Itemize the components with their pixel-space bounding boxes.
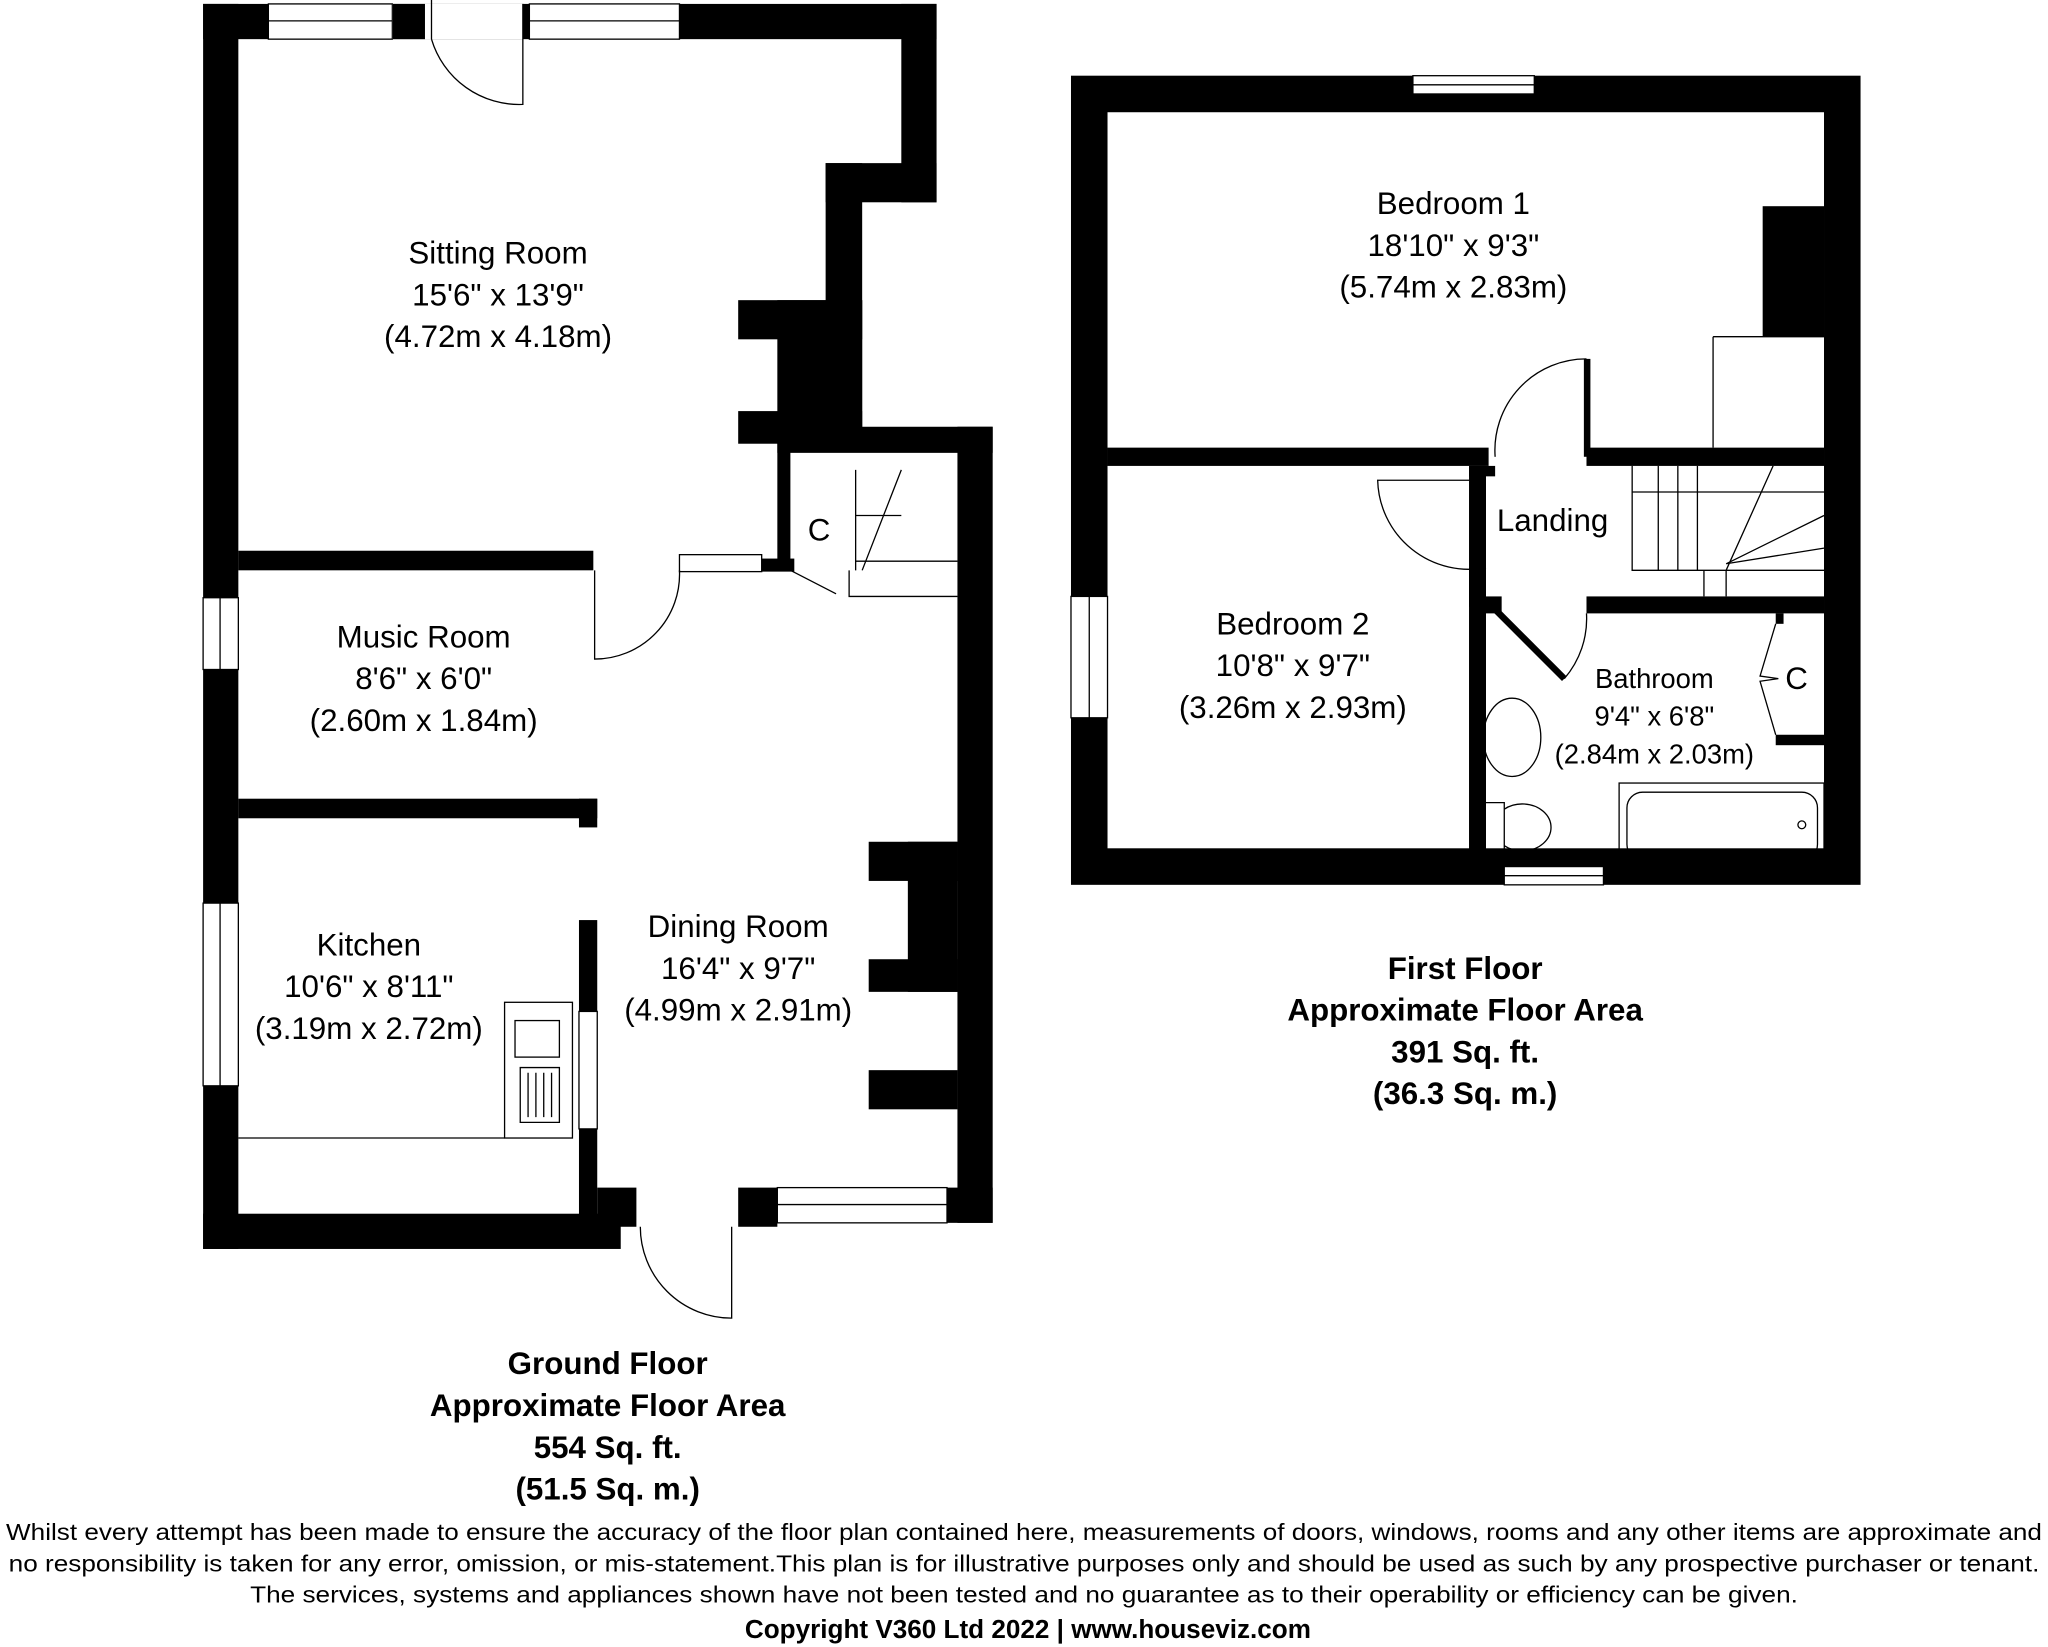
- cupboard-label: C: [808, 512, 831, 547]
- svg-text:391 Sq. ft.: 391 Sq. ft.: [1391, 1034, 1539, 1069]
- svg-text:Approximate Floor Area: Approximate Floor Area: [430, 1388, 786, 1423]
- svg-text:Sitting Room: Sitting Room: [408, 236, 587, 271]
- room-dining-room: Dining Room 16'4" x 9'7" (4.99m x 2.91m): [624, 909, 852, 1028]
- bathroom-cupboard-label: C: [1785, 661, 1808, 696]
- room-bedroom-2: Bedroom 2 10'8" x 9'7" (3.26m x 2.93m): [1179, 606, 1407, 725]
- room-bathroom: Bathroom 9'4" x 6'8" (2.84m x 2.03m): [1555, 663, 1754, 770]
- svg-text:(36.3 Sq. m.): (36.3 Sq. m.): [1373, 1076, 1557, 1111]
- svg-text:9'4" x 6'8": 9'4" x 6'8": [1594, 701, 1714, 732]
- svg-text:(51.5 Sq. m.): (51.5 Sq. m.): [515, 1472, 699, 1507]
- copyright: Copyright V360 Ltd 2022 | www.houseviz.c…: [745, 1614, 1311, 1644]
- svg-text:(2.84m x 2.03m): (2.84m x 2.03m): [1555, 738, 1754, 769]
- svg-text:(2.60m x 1.84m): (2.60m x 1.84m): [310, 703, 538, 738]
- landing-label: Landing: [1497, 503, 1608, 538]
- ground-floor-doors: [238, 0, 958, 1319]
- svg-text:Bathroom: Bathroom: [1595, 663, 1714, 694]
- svg-text:The services, systems and appl: The services, systems and appliances sho…: [250, 1582, 1798, 1608]
- svg-text:no responsibility is taken for: no responsibility is taken for any error…: [9, 1550, 2040, 1576]
- svg-text:Music Room: Music Room: [337, 619, 511, 654]
- svg-text:(4.99m x 2.91m): (4.99m x 2.91m): [624, 993, 852, 1028]
- room-bedroom-1: Bedroom 1 18'10" x 9'3" (5.74m x 2.83m): [1339, 186, 1567, 305]
- svg-text:First Floor: First Floor: [1388, 951, 1543, 986]
- svg-text:15'6" x 13'9": 15'6" x 13'9": [412, 277, 584, 312]
- room-kitchen: Kitchen 10'6" x 8'11" (3.19m x 2.72m): [255, 927, 483, 1046]
- svg-text:(3.19m x 2.72m): (3.19m x 2.72m): [255, 1011, 483, 1046]
- svg-text:Approximate Floor Area: Approximate Floor Area: [1287, 993, 1643, 1028]
- svg-text:Ground Floor: Ground Floor: [508, 1346, 708, 1381]
- first-floor-fixtures: [1377, 336, 1825, 868]
- ground-floor-area: Ground Floor Approximate Floor Area 554 …: [430, 1346, 786, 1506]
- first-floor-windows: [1070, 75, 1605, 886]
- svg-text:Kitchen: Kitchen: [317, 927, 421, 962]
- svg-text:8'6" x 6'0": 8'6" x 6'0": [355, 661, 492, 696]
- svg-text:10'8" x 9'7": 10'8" x 9'7": [1216, 648, 1370, 683]
- svg-text:Bedroom 2: Bedroom 2: [1216, 606, 1369, 641]
- svg-text:Whilst every attempt has been: Whilst every attempt has been made to en…: [6, 1519, 2042, 1545]
- svg-text:Bedroom 1: Bedroom 1: [1377, 186, 1530, 221]
- svg-text:(4.72m x 4.18m): (4.72m x 4.18m): [384, 319, 612, 354]
- ground-floor-windows: [202, 3, 948, 1224]
- svg-text:Dining Room: Dining Room: [648, 909, 829, 944]
- first-floor-area: First Floor Approximate Floor Area 391 S…: [1287, 951, 1643, 1111]
- svg-text:(5.74m x 2.83m): (5.74m x 2.83m): [1339, 270, 1567, 305]
- svg-text:18'10" x 9'3": 18'10" x 9'3": [1368, 228, 1540, 263]
- svg-text:554 Sq. ft.: 554 Sq. ft.: [534, 1430, 682, 1465]
- disclaimer: Whilst every attempt has been made to en…: [6, 1519, 2042, 1608]
- svg-text:16'4" x 9'7": 16'4" x 9'7": [661, 951, 815, 986]
- room-music-room: Music Room 8'6" x 6'0" (2.60m x 1.84m): [310, 619, 538, 738]
- svg-text:(3.26m x 2.93m): (3.26m x 2.93m): [1179, 690, 1407, 725]
- svg-text:10'6" x 8'11": 10'6" x 8'11": [284, 969, 453, 1004]
- room-sitting-room: Sitting Room 15'6" x 13'9" (4.72m x 4.18…: [384, 236, 612, 355]
